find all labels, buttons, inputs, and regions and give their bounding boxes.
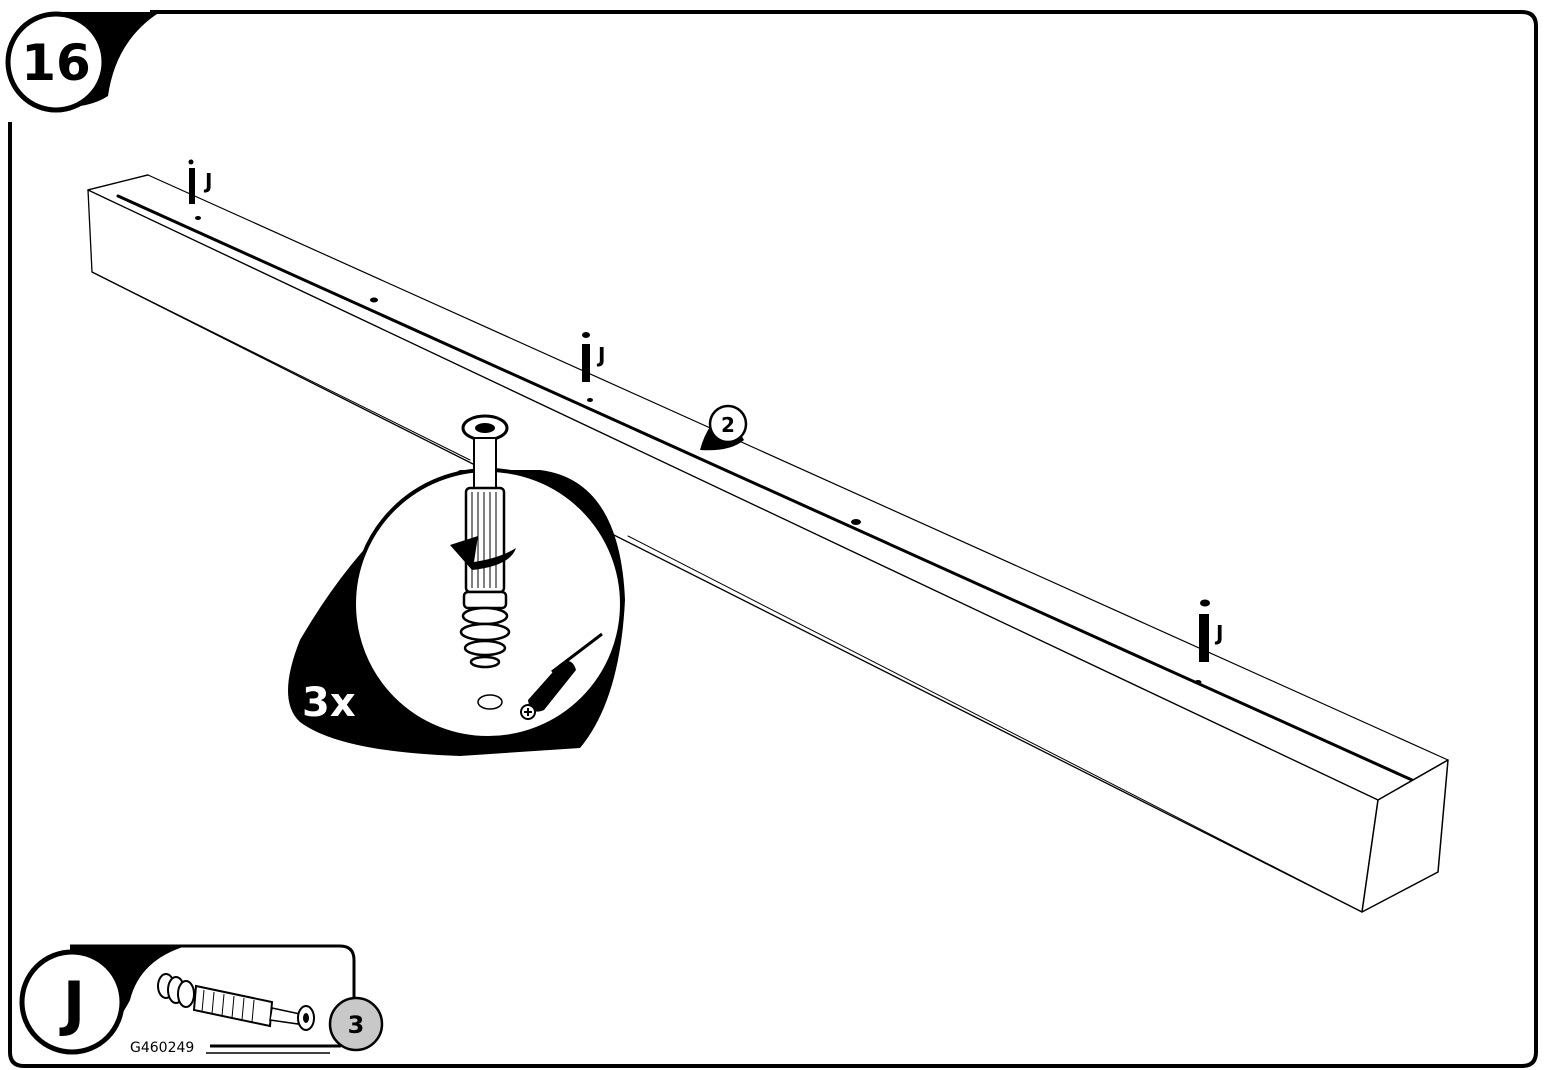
- board-part-badge: 2: [700, 404, 748, 451]
- legend-bolt-illustration: [157, 973, 315, 1031]
- step-number: 16: [21, 34, 91, 92]
- hole: [1194, 680, 1202, 684]
- phillips-screwdriver-icon: [520, 632, 603, 720]
- page-frame: [8, 10, 1538, 1068]
- detail-quantity: 3x: [302, 680, 356, 726]
- legend-quantity-badge: [328, 996, 384, 1052]
- dowel-1: J: [188, 159, 212, 204]
- board-part-number: 2: [721, 413, 735, 437]
- target-hole: [477, 694, 503, 710]
- board-holes: [195, 216, 1202, 684]
- board-front-face: [87, 189, 1379, 913]
- detail-callout: 3x: [288, 414, 625, 756]
- hole: [851, 519, 861, 525]
- step-number-badge: 16: [5, 11, 160, 113]
- board-bottom-line: [91, 271, 471, 461]
- dowel-3: J: [1199, 599, 1223, 662]
- legend-part-quantity: 3: [348, 1011, 365, 1039]
- legend-part-letter: J: [59, 969, 85, 1039]
- parts-legend: J G460249 3: [19, 944, 384, 1056]
- board-part: [87, 174, 1449, 913]
- hole: [195, 216, 201, 220]
- hole: [370, 297, 378, 303]
- dowel-label: J: [1214, 621, 1223, 645]
- dowel-label: J: [596, 343, 605, 367]
- legend-part-code: G460249: [130, 1040, 194, 1056]
- dowel-label: J: [203, 169, 212, 193]
- hole: [587, 398, 593, 402]
- board-right-end: [1361, 759, 1449, 913]
- dowel-2: J: [582, 332, 605, 382]
- board-bottom-line-2: [627, 535, 1363, 913]
- rotation-arrow-icon: [450, 536, 516, 570]
